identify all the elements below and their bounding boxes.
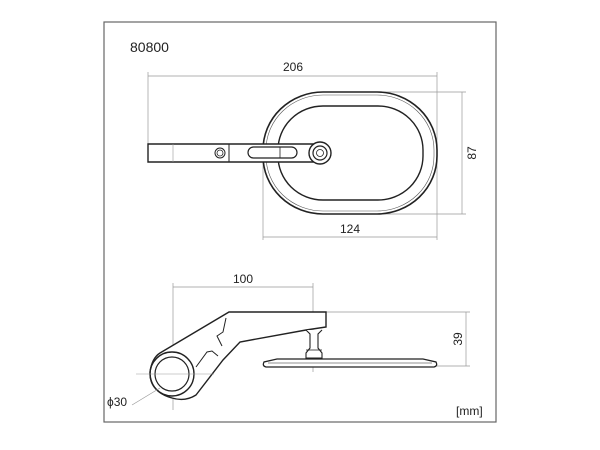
leader-line — [131, 387, 161, 406]
clamp-diameter-label: ϕ30 — [107, 395, 127, 409]
dimension-124 — [262, 160, 438, 240]
side-view: 100 39 ϕ30 — [107, 272, 470, 410]
dimension-124-label: 124 — [340, 222, 360, 236]
dimension-39-label: 39 — [451, 332, 465, 346]
dimension-100-label: 100 — [233, 272, 253, 286]
top-view: 206 87 124 — [147, 60, 479, 240]
mirror-arm-top — [147, 141, 332, 165]
dimension-206-label: 206 — [283, 60, 303, 74]
dimension-39 — [326, 311, 470, 367]
model-number: 80800 — [130, 39, 169, 55]
dimension-87-label: 87 — [465, 146, 479, 160]
unit-label: [mm] — [456, 404, 483, 418]
clamp-and-arm — [136, 311, 327, 401]
drawing-frame — [103, 21, 497, 423]
dimension-206 — [147, 72, 438, 150]
mirror-plate-side — [262, 358, 438, 368]
